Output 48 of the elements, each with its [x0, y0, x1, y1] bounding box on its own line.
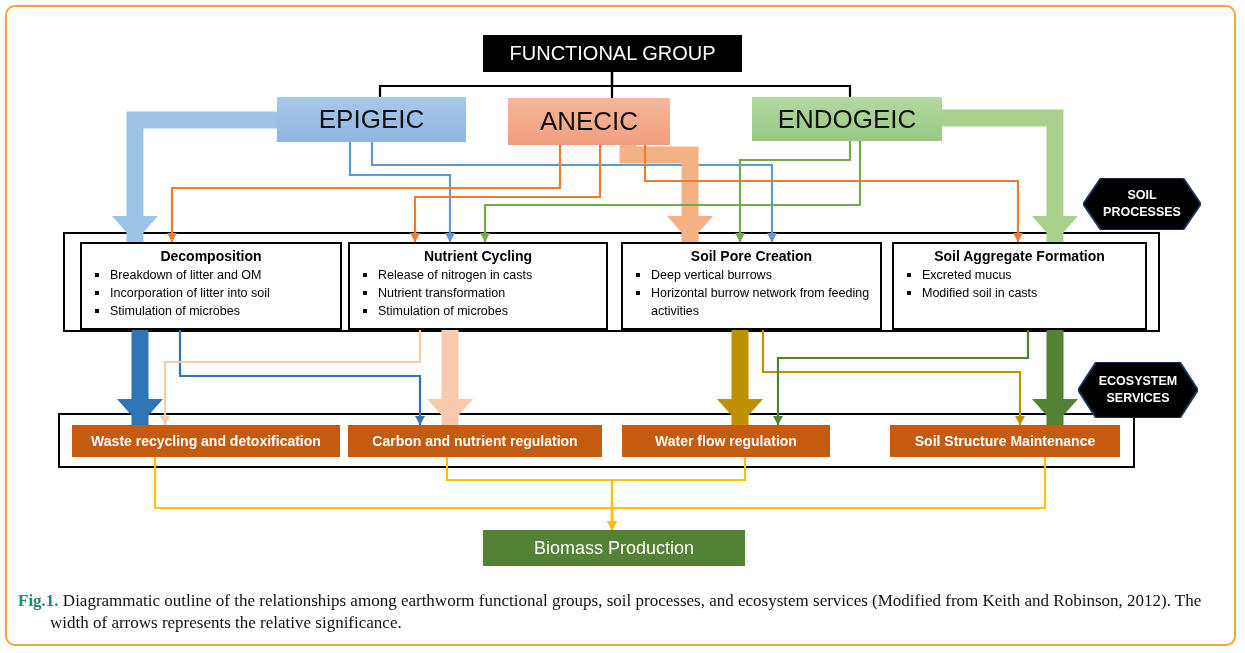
bullet-item: Release of nitrogen in casts: [358, 266, 598, 284]
outcome-box: Biomass Production: [483, 530, 745, 566]
service-box: Waste recycling and detoxification: [72, 425, 340, 457]
process-heading: Decomposition: [159, 247, 263, 265]
group-box: ANECIC: [508, 98, 670, 145]
wide-arrow: [619, 145, 713, 242]
wide-arrow: [717, 330, 763, 425]
arrow: [167, 145, 562, 242]
process-heading: Soil Aggregate Formation: [933, 247, 1106, 265]
wide-arrow: [112, 111, 277, 242]
arrow: [370, 142, 777, 242]
wide-arrow: [117, 330, 163, 425]
heading-box: FUNCTIONAL GROUP: [483, 35, 742, 72]
bullet-item: Excreted mucus: [902, 266, 1137, 284]
bullet-item: Nutrient transformation: [358, 284, 598, 302]
process-box: [348, 242, 608, 330]
bullet-item: Stimulation of microbes: [90, 302, 332, 320]
wide-arrow: [942, 109, 1078, 242]
section-hexagon: SOIL PROCESSES: [1083, 178, 1201, 230]
process-box: [892, 242, 1147, 330]
connector-line: [610, 72, 852, 97]
service-box: Soil Structure Maintenance: [890, 425, 1120, 457]
arrow: [643, 145, 1023, 242]
bullet-item: Deep vertical burrows: [631, 266, 872, 284]
service-box: Water flow regulation: [622, 425, 830, 457]
arrow: [607, 457, 1047, 530]
bullet-item: Horizontal burrow network from feeding activities: [631, 284, 872, 320]
arrow: [348, 142, 455, 242]
arrow: [735, 141, 852, 242]
process-box: [621, 242, 882, 330]
bullet-item: Stimulation of microbes: [358, 302, 598, 320]
wide-arrow: [1032, 330, 1078, 425]
bullet-item: Modified soil in casts: [902, 284, 1137, 302]
arrow: [410, 145, 602, 242]
wide-arrow: [427, 330, 473, 425]
figure-caption: Fig.1. Diagrammatic outline of the relationships among earthworm functional groups, soil processes, and ecosystem services (Modified from Keith and Robinson, 2012). The width of arrows represents the relative significance.: [18, 590, 1203, 634]
process-heading: Soil Pore Creation: [689, 247, 814, 265]
section-hexagon: ECOSYSTEM SERVICES: [1078, 362, 1198, 418]
process-heading: Nutrient Cycling: [422, 247, 534, 265]
group-frame: [63, 232, 1160, 332]
group-box: EPIGEIC: [277, 97, 466, 142]
bullet-item: Incorporation of litter into soil: [90, 284, 332, 302]
process-box: [80, 242, 342, 330]
service-box: Carbon and nutrient regulation: [348, 425, 602, 457]
arrow: [480, 141, 862, 242]
group-box: ENDOGEIC: [752, 97, 942, 141]
group-frame: [58, 413, 1135, 468]
bullet-item: Breakdown of litter and OM: [90, 266, 332, 284]
